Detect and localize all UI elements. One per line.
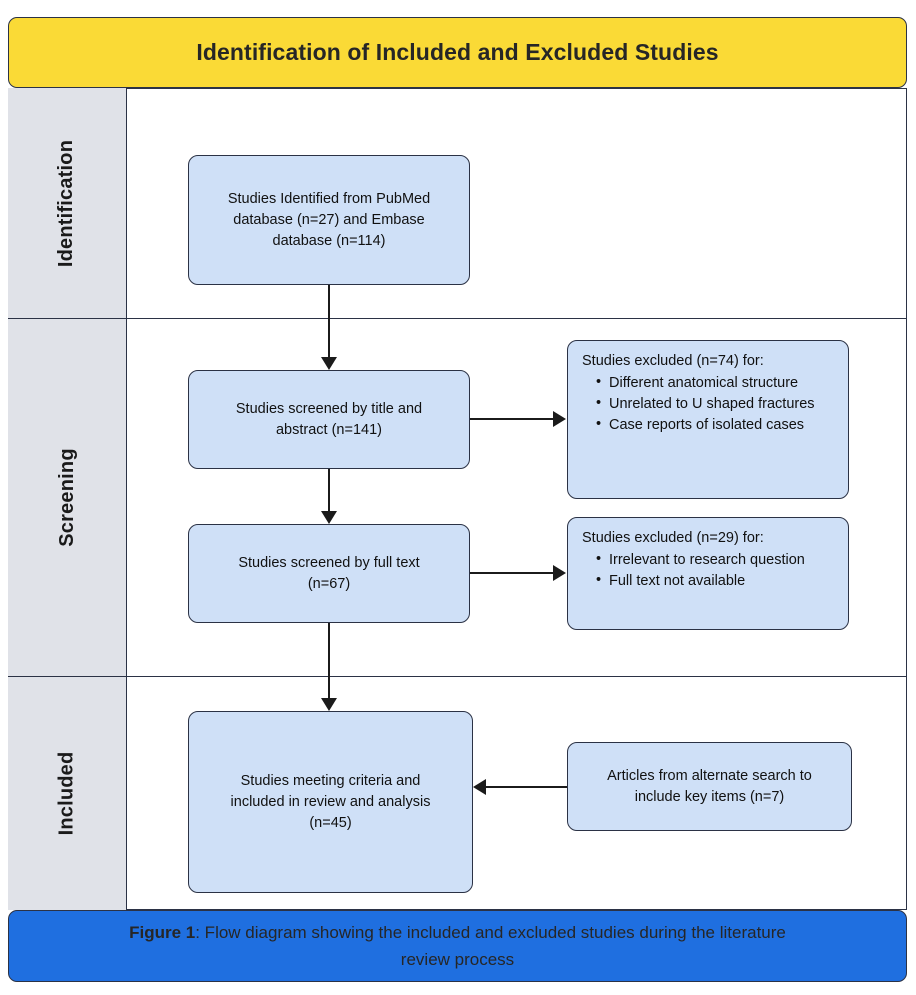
stage-label-screening: Screening — [55, 447, 78, 547]
stage-label-identification: Identification — [55, 139, 78, 267]
diagram-title-banner: Identification of Included and Excluded … — [8, 17, 907, 88]
node-alternate-search-line1: Articles from alternate search to — [607, 767, 812, 784]
arrow-right-icon — [553, 411, 566, 427]
node-screened-full-text-line2: (n=67) — [307, 575, 351, 592]
node-screened-title-abstract: Studies screened by title and abstract (… — [188, 370, 470, 469]
node-studies-included-line3: (n=45) — [309, 814, 352, 831]
node-studies-identified: Studies Identified from PubMed database … — [188, 155, 470, 285]
section-divider-identification-screening — [8, 318, 907, 319]
list-item: Different anatomical structure — [596, 372, 815, 394]
arrow-down-icon — [321, 357, 337, 370]
node-studies-included-line1: Studies meeting criteria and — [240, 772, 421, 789]
list-item: Full text not available — [596, 570, 805, 592]
node-alternate-search-line2: include key items (n=7) — [634, 788, 785, 805]
figure-caption-label: Figure 1 — [129, 923, 196, 942]
arrow-down-icon — [321, 698, 337, 711]
arrow-right-icon — [553, 565, 566, 581]
list-item: Case reports of isolated cases — [596, 414, 815, 436]
arrow-down-icon — [321, 511, 337, 524]
node-studies-identified-line3: database (n=114) — [272, 232, 386, 249]
section-divider-screening-included — [8, 676, 907, 677]
stage-cell-included: Included — [8, 676, 127, 910]
node-studies-excluded-1-heading: Studies excluded (n=74) for: — [582, 353, 764, 369]
figure-caption-line2: review process — [400, 950, 515, 969]
diagram-title-text: Identification of Included and Excluded … — [196, 39, 719, 65]
stage-label-included: Included — [55, 751, 78, 835]
stage-cell-screening: Screening — [8, 318, 127, 676]
node-studies-identified-line2: database (n=27) and Embase — [233, 211, 425, 228]
list-item: Irrelevant to research question — [596, 549, 805, 571]
node-screened-full-text-line1: Studies screened by full text — [238, 554, 420, 571]
connector-screened-ft-to-excluded2-line — [470, 572, 556, 574]
connector-screened-ta-to-ft-line — [328, 469, 330, 511]
node-studies-excluded-2-list: Irrelevant to research question Full tex… — [582, 549, 805, 592]
node-studies-included-line2: included in review and analysis — [230, 793, 431, 810]
node-studies-excluded-2-heading: Studies excluded (n=29) for: — [582, 530, 764, 546]
node-screened-title-abstract-line2: abstract (n=141) — [275, 421, 382, 438]
figure-caption-text: : Flow diagram showing the included and … — [195, 923, 786, 942]
arrow-left-icon — [473, 779, 486, 795]
node-studies-included: Studies meeting criteria and included in… — [188, 711, 473, 893]
stage-cell-identification: Identification — [8, 88, 127, 318]
connector-identified-to-screened-line — [328, 285, 330, 357]
node-studies-excluded-2: Studies excluded (n=29) for: Irrelevant … — [567, 517, 849, 630]
node-alternate-search: Articles from alternate search to includ… — [567, 742, 852, 831]
connector-screened-ta-to-excluded1-line — [470, 418, 556, 420]
node-studies-excluded-1-list: Different anatomical structure Unrelated… — [582, 372, 815, 436]
connector-screened-ft-to-included-line — [328, 623, 330, 698]
list-item: Unrelated to U shaped fractures — [596, 393, 815, 415]
node-studies-excluded-1: Studies excluded (n=74) for: Different a… — [567, 340, 849, 499]
figure-caption-line1: Figure 1: Flow diagram showing the inclu… — [129, 919, 786, 946]
connector-alternate-to-included-line — [486, 786, 567, 788]
figure-caption-banner: Figure 1: Flow diagram showing the inclu… — [8, 910, 907, 982]
node-screened-title-abstract-line1: Studies screened by title and — [235, 400, 423, 417]
node-studies-identified-line1: Studies Identified from PubMed — [227, 190, 431, 207]
node-screened-full-text: Studies screened by full text (n=67) — [188, 524, 470, 623]
